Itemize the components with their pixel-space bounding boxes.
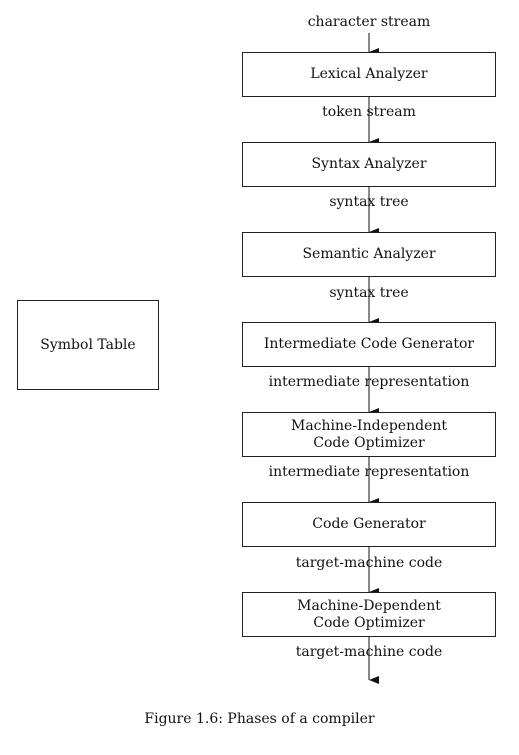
box-machine-dependent-optimizer: Machine-Dependent Code Optimizer — [242, 592, 496, 637]
box-symbol-table-label: Symbol Table — [40, 336, 136, 353]
box-machine-independent-optimizer: Machine-Independent Code Optimizer — [242, 412, 496, 457]
box-lexical-analyzer: Lexical Analyzer — [242, 52, 496, 97]
box-machine-dependent-optimizer-line1: Machine-Dependent — [297, 597, 441, 614]
box-symbol-table: Symbol Table — [17, 300, 159, 390]
box-syntax-analyzer: Syntax Analyzer — [242, 142, 496, 187]
box-machine-independent-optimizer-line2: Code Optimizer — [313, 434, 425, 451]
box-code-generator-label: Code Generator — [312, 516, 426, 532]
box-machine-dependent-optimizer-line2: Code Optimizer — [313, 614, 425, 631]
label-token-stream: token stream — [322, 104, 416, 120]
box-semantic-analyzer-label: Semantic Analyzer — [302, 246, 436, 262]
figure-caption: Figure 1.6: Phases of a compiler — [144, 711, 375, 727]
label-intermediate-representation-1: intermediate representation — [268, 374, 470, 390]
label-syntax-tree-2: syntax tree — [329, 285, 409, 301]
box-semantic-analyzer: Semantic Analyzer — [242, 232, 496, 277]
box-code-generator: Code Generator — [242, 502, 496, 547]
box-intermediate-code-generator: Intermediate Code Generator — [242, 322, 496, 367]
box-intermediate-code-generator-label: Intermediate Code Generator — [263, 336, 475, 352]
label-target-machine-code-1: target-machine code — [295, 555, 443, 571]
box-lexical-analyzer-label: Lexical Analyzer — [310, 66, 428, 82]
box-syntax-analyzer-label: Syntax Analyzer — [311, 156, 427, 172]
label-syntax-tree-1: syntax tree — [329, 194, 409, 210]
label-intermediate-representation-2: intermediate representation — [268, 464, 470, 480]
box-machine-independent-optimizer-line1: Machine-Independent — [291, 417, 447, 434]
label-target-machine-code-2: target-machine code — [295, 644, 443, 660]
label-character-stream: character stream — [307, 14, 431, 30]
